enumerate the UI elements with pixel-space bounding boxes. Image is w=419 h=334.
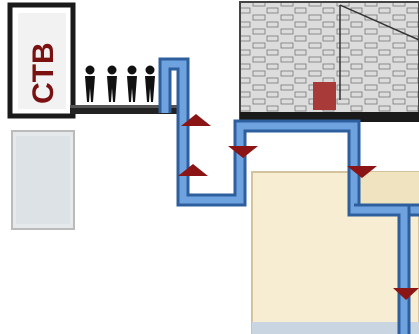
triangle-arrow-icon: [181, 114, 211, 126]
flow-arrows: [178, 114, 419, 300]
counter-bar: [70, 105, 178, 114]
ctb-block: CTB: [7, 2, 76, 119]
side-panel: [11, 130, 75, 230]
room-panel: [251, 171, 419, 334]
ctb-label: CTB: [27, 42, 60, 104]
triangle-arrow-icon: [347, 166, 377, 178]
people-group: [85, 65, 155, 102]
person-icon: [107, 65, 117, 102]
person-icon: [85, 65, 95, 102]
triangle-arrow-icon: [228, 146, 258, 158]
red-door: [313, 82, 336, 110]
person-icon: [127, 65, 137, 102]
person-icon: [145, 65, 155, 102]
triangle-arrow-icon: [393, 288, 419, 300]
triangle-arrow-icon: [178, 164, 208, 176]
building-sketch-icon: [239, 1, 419, 122]
